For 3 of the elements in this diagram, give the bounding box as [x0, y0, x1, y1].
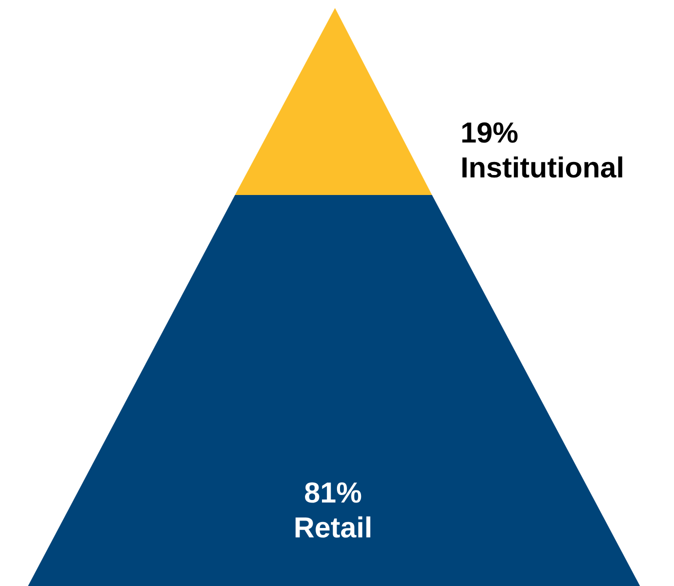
- pyramid-band: 19% Institutional: [235, 8, 622, 195]
- pyramid-band: 81% Retail: [28, 195, 640, 586]
- node-label: 19% Institutional: [462, 122, 622, 178]
